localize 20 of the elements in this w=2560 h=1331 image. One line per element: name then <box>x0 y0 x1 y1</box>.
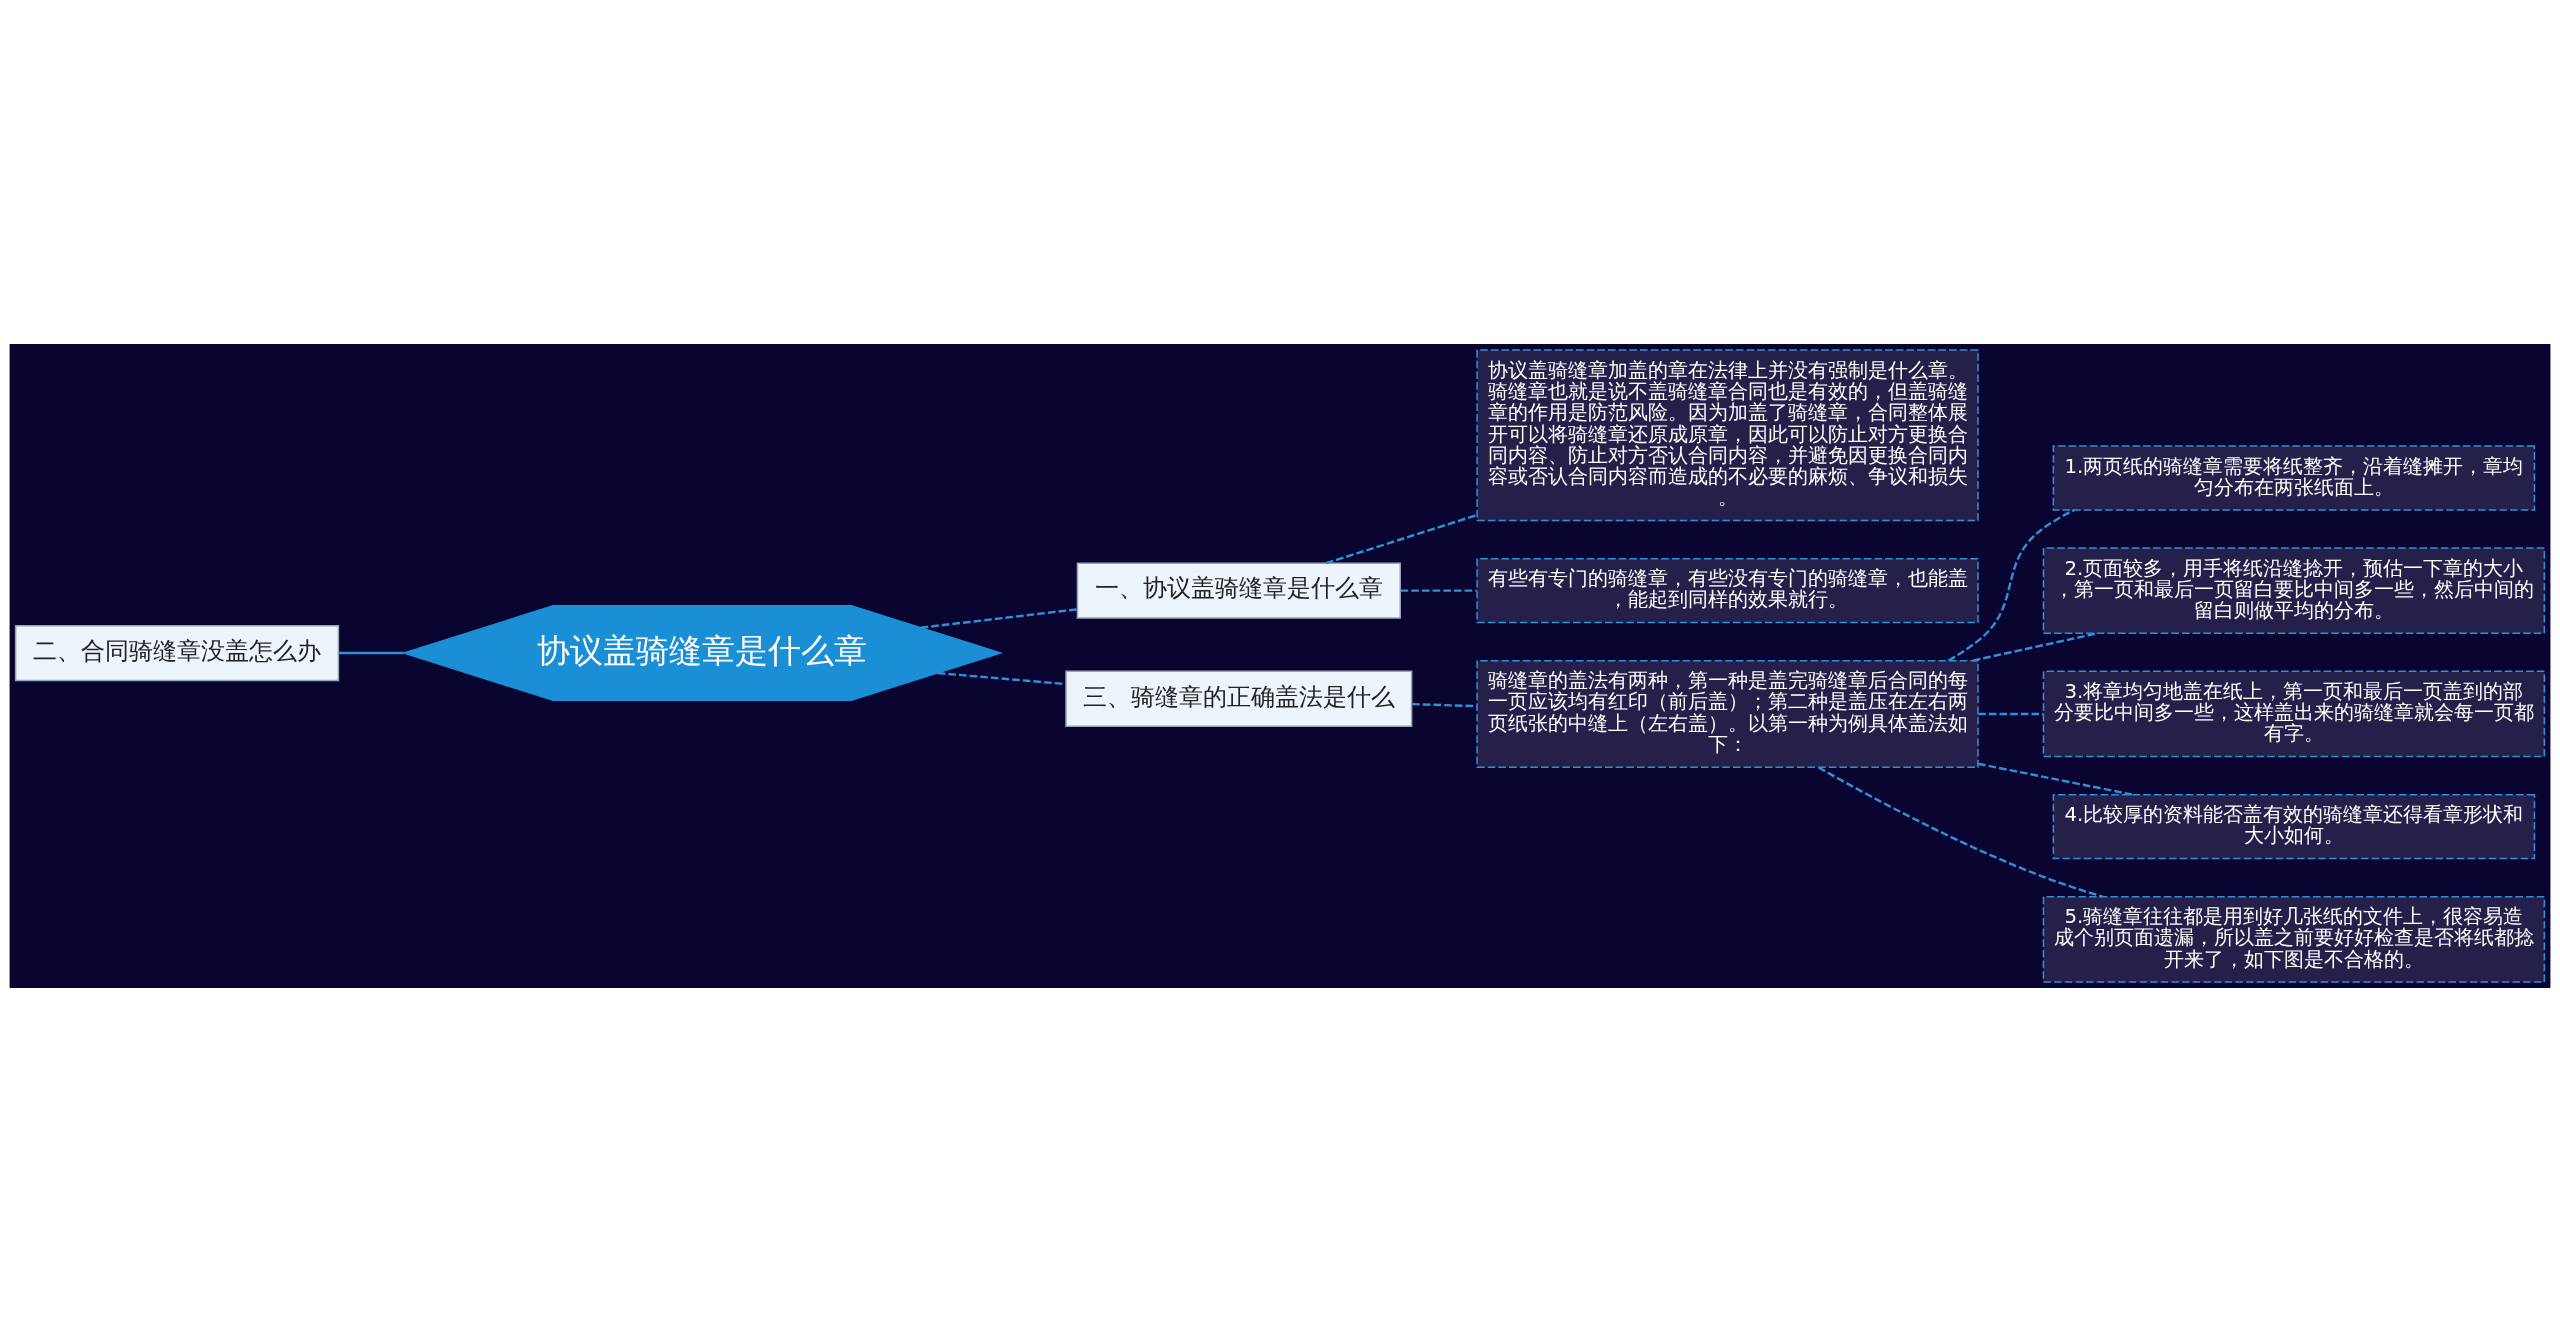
node-box: 4.比较厚的资料能否盖有效的骑缝章还得看章形状和大小如何。 <box>2052 793 2536 859</box>
node-box: 1.两页纸的骑缝章需要将纸整齐，沿着缝摊开，章均匀分布在两张纸面上。 <box>2052 444 2536 511</box>
node-box: 2.页面较多，用手将纸沿缝捻开，预估一下章的大小，第一页和最后一页留白要比中间多一些，然后中间的留白则做平均的分布。 <box>2042 546 2546 634</box>
connector <box>920 607 1078 629</box>
connector <box>1412 702 1477 707</box>
node-box: 5.骑缝章往往都是用到好几张纸的文件上，很容易造成个别页面遗漏，所以盖之前要好好检查是否将纸都捻开来了，如下图是不合格的。 <box>2042 895 2546 983</box>
node-box: 一、协议盖骑缝章是什么章 <box>1076 561 1401 619</box>
node-box: 3.将章均匀地盖在纸上，第一页和最后一页盖到的部分要比中间多一些，这样盖出来的骑缝章就会每一页都有字。 <box>2042 670 2546 757</box>
node-box: 二、合同骑缝章没盖怎么办 <box>14 624 340 681</box>
connector <box>1400 588 1477 592</box>
connector <box>1978 712 2044 715</box>
node-box: 有些有专门的骑缝章，有些没有专门的骑缝章，也能盖，能起到同样的效果就行。 <box>1476 557 1979 623</box>
connector <box>1325 513 1478 564</box>
node-box: 三、骑缝章的正确盖法是什么 <box>1065 670 1413 727</box>
connector <box>937 671 1067 685</box>
node-box: 协议盖骑缝章加盖的章在法律上并没有强制是什么章。骑缝章也就是说不盖骑缝章合同也是有效的，但盖骑缝章的作用是防范风险。因为加盖了骑缝章，合同整体展开可以将骑缝章还原成原章，因此可以防止对方更换合同内容、防止对方否认合同内容，并避免因更换合同内容或否认合同内容而造成的不必要的麻烦、争议和损失。 <box>1476 348 1979 521</box>
connector <box>1947 508 2075 662</box>
connector <box>338 651 404 654</box>
connector <box>1972 631 2098 662</box>
node-box: 骑缝章的盖法有两种，第一种是盖完骑缝章后合同的每一页应该均有红印（前后盖）；第二种是盖压在左右两页纸张的中缝上（左右盖）。以第一种为例具体盖法如下： <box>1476 659 1979 768</box>
